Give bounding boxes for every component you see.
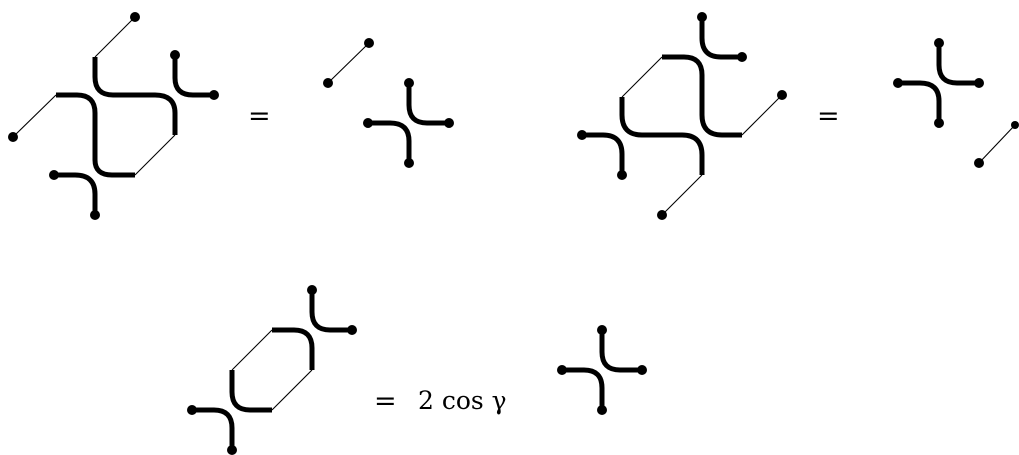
endpoint-dot [637,365,647,375]
thick-strand [368,120,412,163]
thick-strand [272,327,315,370]
thin-strand [12,94,57,138]
equation-2-lhs-diagram [577,12,787,220]
thick-strand [309,290,352,333]
endpoint-dot [577,130,587,140]
equals-sign: = [248,101,271,132]
equation-1: = [8,12,454,220]
endpoint-dot [404,158,414,168]
endpoint-dot [697,12,707,22]
thick-strand [936,43,979,86]
thick-strand [619,97,705,175]
thick-strand [582,132,625,175]
endpoint-dot [323,78,333,88]
thick-strand [406,83,449,126]
equation-1-rhs-diagram [323,38,454,168]
thick-strand [599,330,642,373]
equation-3: = 2 cos γ [187,285,647,455]
endpoint-dot [170,50,180,60]
endpoint-dot [1011,121,1019,129]
endpoint-dot [557,365,567,375]
thin-strand [327,42,370,84]
thick-strand [898,80,942,123]
thin-strand [661,174,703,216]
endpoint-dot [737,52,747,62]
thick-strand [92,57,178,135]
endpoint-dot [8,132,18,142]
thick-strand [56,92,135,178]
endpoint-dot [893,78,903,88]
equation-1-lhs-diagram [8,12,219,220]
equals-sign: = [817,101,840,132]
thin-strand [231,329,273,371]
thin-strand [741,94,783,136]
endpoint-dot [347,325,357,335]
endpoint-dot [934,38,944,48]
equals-sign: = [374,386,397,417]
thin-strand [978,124,1016,164]
endpoint-dot [130,12,140,22]
equation-3-rhs-diagram [557,325,647,415]
endpoint-dot [617,170,627,180]
endpoint-dot [974,78,984,88]
endpoint-dot [363,118,373,128]
endpoint-dot [934,118,944,128]
endpoint-dot [404,78,414,88]
thick-strand [562,367,605,410]
equation-2: = [577,12,1019,220]
thin-strand [94,16,136,58]
thin-strand [271,369,313,411]
endpoint-dot [307,285,317,295]
thick-strand [699,17,742,60]
thin-strand [134,134,176,176]
endpoint-dot [187,405,197,415]
endpoint-dot [657,210,667,220]
endpoint-dot [974,158,984,168]
endpoint-dot [209,90,219,100]
equation-2-rhs-diagram [893,38,1019,168]
equation-3-lhs-diagram [187,285,357,455]
thick-strand [662,54,742,138]
thick-strand [172,55,214,98]
coefficient-label: 2 cos γ [418,386,507,415]
thin-strand [621,56,663,98]
endpoint-dot [90,210,100,220]
thick-strand [229,370,272,413]
endpoint-dot [444,118,454,128]
endpoint-dot [364,38,374,48]
thick-strand [192,407,235,450]
endpoint-dot [597,405,607,415]
endpoint-dot [227,445,237,455]
endpoint-dot [49,170,59,180]
thick-strand [54,172,98,215]
endpoint-dot [777,90,787,100]
endpoint-dot [597,325,607,335]
